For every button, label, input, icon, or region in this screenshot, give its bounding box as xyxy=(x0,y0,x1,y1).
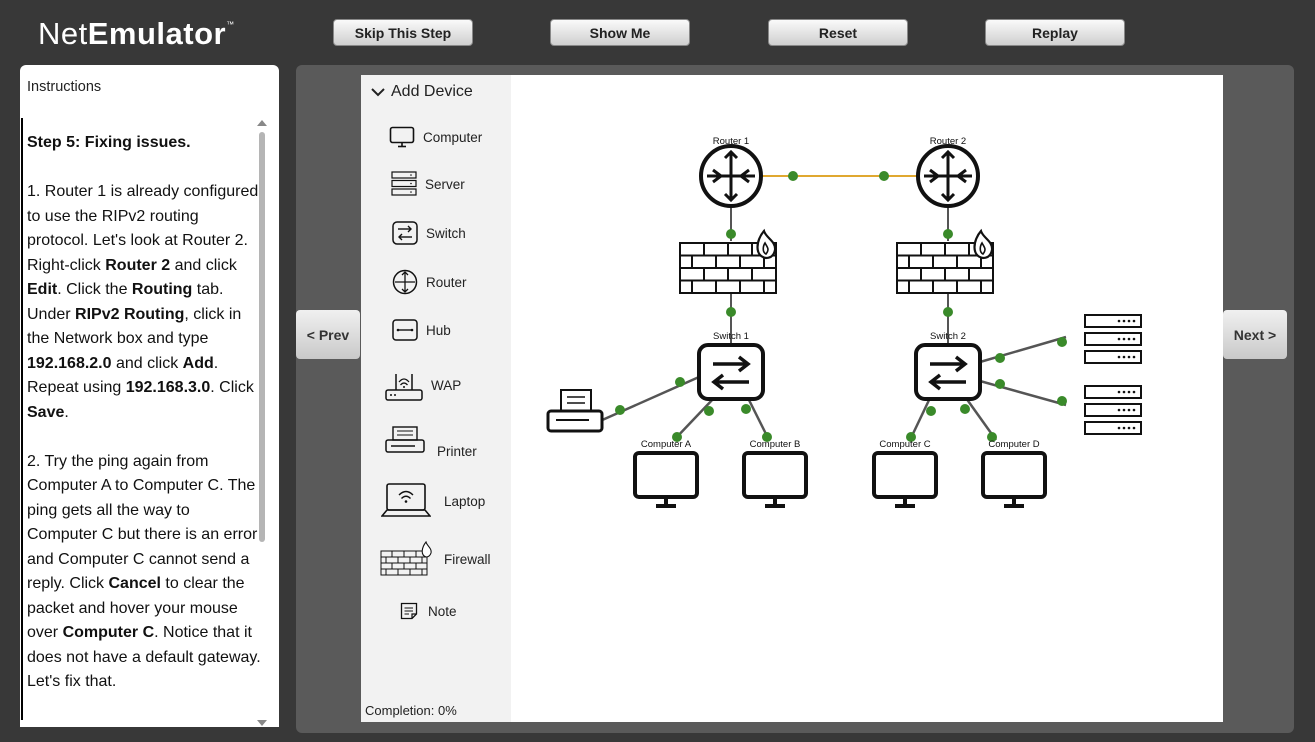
firewall-1[interactable] xyxy=(678,229,778,295)
router-1[interactable]: Router 1 xyxy=(699,136,763,208)
computer-c[interactable]: Computer C xyxy=(872,439,938,508)
device-palette: Add Device Computer Server Switch Router… xyxy=(361,75,511,722)
palette-item-computer[interactable]: Computer xyxy=(389,126,482,148)
app-logo: NetEmulator™ xyxy=(38,16,235,51)
step-title: Step 5: Fixing issues. xyxy=(27,134,191,151)
svg-text:Switch 1: Switch 1 xyxy=(713,331,749,342)
add-device-header[interactable]: Add Device xyxy=(371,83,473,101)
printer-icon xyxy=(385,425,425,453)
svg-text:Router 2: Router 2 xyxy=(930,136,966,147)
computer-a[interactable]: Computer A xyxy=(633,439,699,508)
laptop-icon xyxy=(381,483,431,517)
svg-text:Computer C: Computer C xyxy=(879,439,930,450)
reset-button[interactable]: Reset xyxy=(768,19,908,46)
palette-item-router[interactable]: Router xyxy=(392,269,467,295)
instructions-panel: Instructions Step 5: Fixing issues. 1. R… xyxy=(20,65,279,727)
scrollbar-thumb[interactable] xyxy=(259,132,265,542)
svg-text:Computer D: Computer D xyxy=(988,439,1039,450)
link-ports xyxy=(615,171,1067,442)
palette-item-note[interactable]: Note xyxy=(400,602,457,620)
chevron-down-icon xyxy=(371,88,385,97)
svg-text:Computer A: Computer A xyxy=(641,439,692,450)
instruction-paragraph-1: 1. Router 1 is already configured to use… xyxy=(27,183,259,421)
svg-text:Computer B: Computer B xyxy=(750,439,801,450)
palette-item-switch[interactable]: Switch xyxy=(392,221,466,245)
note-icon xyxy=(400,602,418,620)
instructions-text[interactable]: Step 5: Fixing issues. 1. Router 1 is al… xyxy=(21,118,264,720)
server-2[interactable] xyxy=(1084,385,1142,435)
scroll-up-arrow-icon[interactable] xyxy=(257,120,267,126)
prev-button[interactable]: < Prev xyxy=(296,310,360,359)
replay-button[interactable]: Replay xyxy=(985,19,1125,46)
server-1[interactable] xyxy=(1084,314,1142,364)
palette-item-printer[interactable]: Printer xyxy=(385,424,477,459)
svg-text:Router 1: Router 1 xyxy=(713,136,749,147)
skip-step-button[interactable]: Skip This Step xyxy=(333,19,473,46)
scroll-down-arrow-icon[interactable] xyxy=(257,720,267,726)
svg-text:Switch 2: Switch 2 xyxy=(930,331,966,342)
firewall-icon xyxy=(380,541,432,576)
router-2[interactable]: Router 2 xyxy=(916,136,980,208)
network-canvas[interactable]: Router 1 Router 2 Switch 1 Switch 2 xyxy=(511,75,1223,722)
palette-item-firewall[interactable]: Firewall xyxy=(380,541,491,577)
switch-icon xyxy=(392,221,418,245)
show-me-button[interactable]: Show Me xyxy=(550,19,690,46)
palette-item-laptop[interactable]: Laptop xyxy=(381,483,485,519)
instructions-title: Instructions xyxy=(27,79,102,95)
computer-b[interactable]: Computer B xyxy=(742,439,808,508)
server-icon xyxy=(391,171,417,196)
router-icon xyxy=(392,269,418,295)
palette-item-wap[interactable]: WAP xyxy=(385,368,461,402)
network-links xyxy=(590,175,1067,441)
completion-status: Completion: 0% xyxy=(365,703,457,718)
switch-2[interactable]: Switch 2 xyxy=(914,331,982,401)
instructions-scrollbar[interactable] xyxy=(257,120,267,726)
hub-icon xyxy=(392,319,418,341)
palette-item-server[interactable]: Server xyxy=(391,171,465,197)
computer-d[interactable]: Computer D xyxy=(981,439,1047,508)
firewall-2[interactable] xyxy=(895,229,995,295)
wap-icon xyxy=(385,374,423,401)
next-button[interactable]: Next > xyxy=(1223,310,1287,359)
network-printer[interactable] xyxy=(546,389,604,433)
switch-1[interactable]: Switch 1 xyxy=(697,331,765,401)
palette-item-hub[interactable]: Hub xyxy=(392,319,451,341)
workspace: Add Device Computer Server Switch Router… xyxy=(361,75,1223,722)
instruction-paragraph-2: 2. Try the ping again from Computer A to… xyxy=(27,452,261,691)
computer-icon xyxy=(389,126,415,148)
